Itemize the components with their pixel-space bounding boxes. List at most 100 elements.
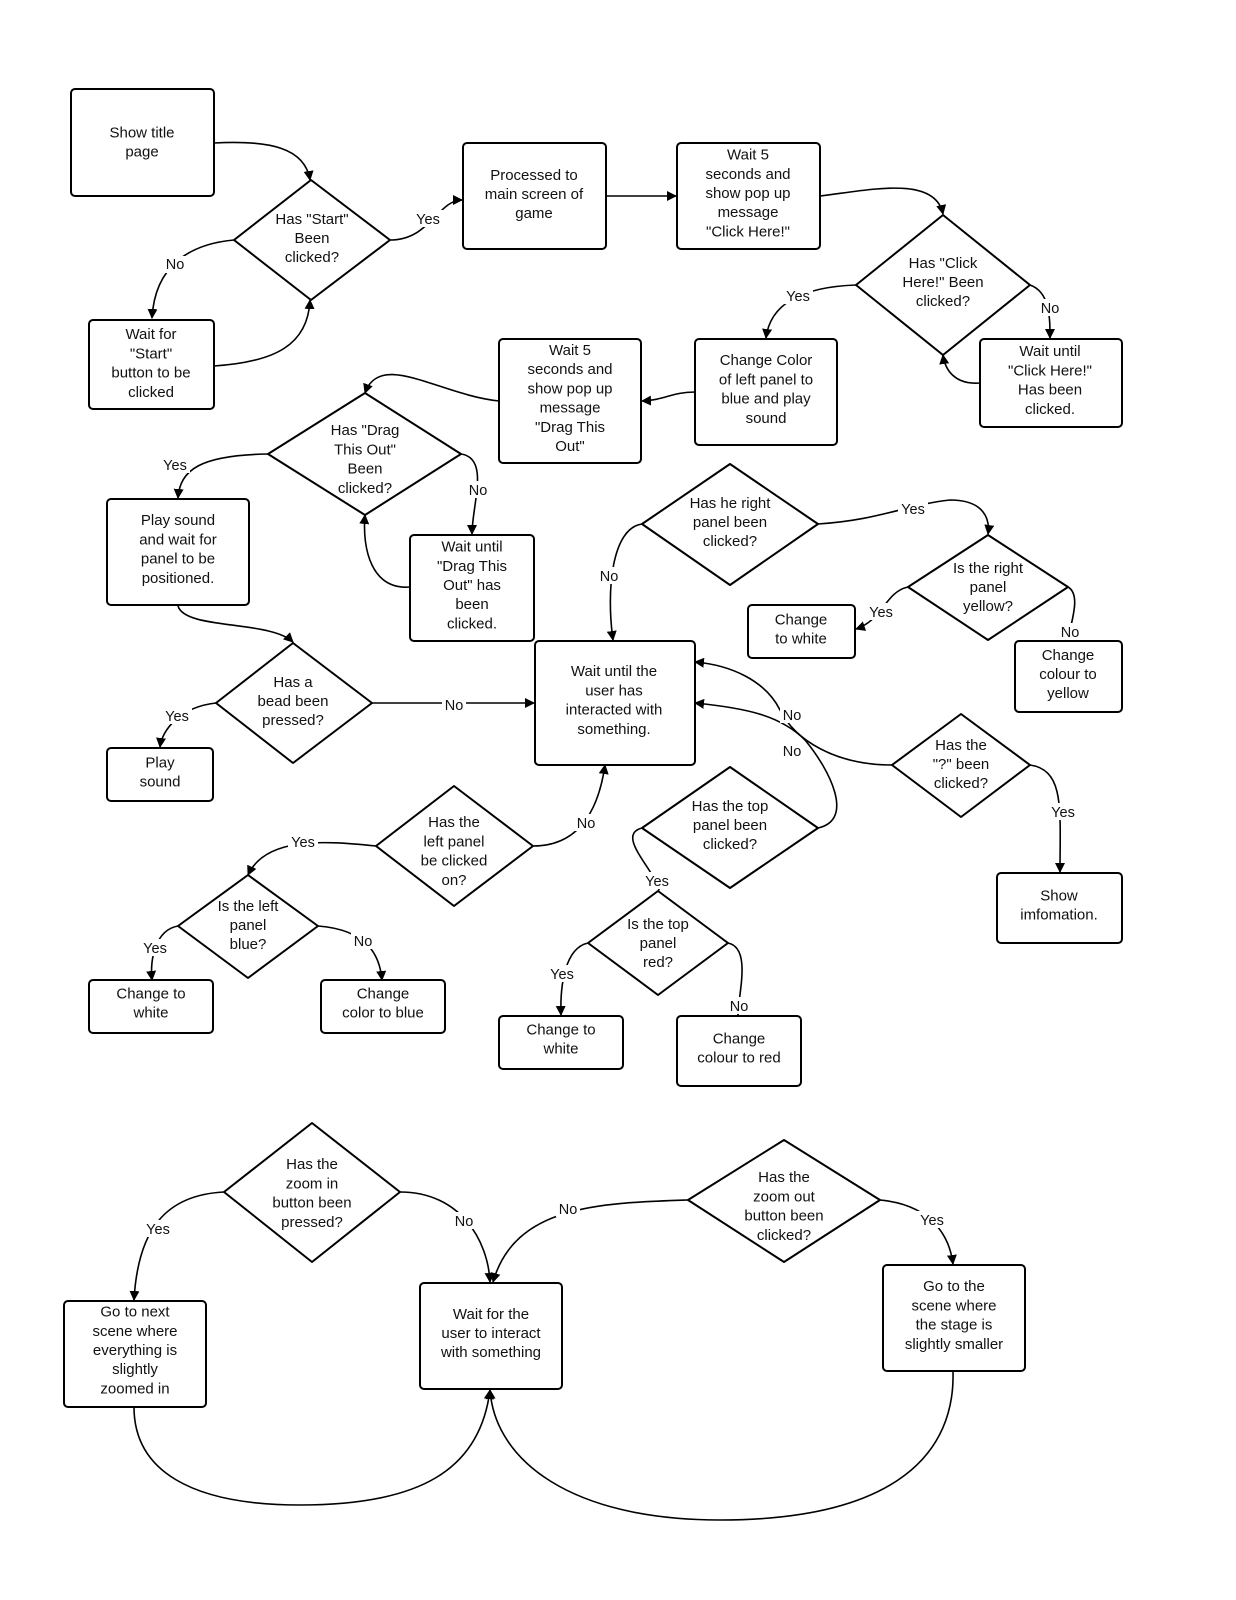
node-text-line: imfomation. — [1020, 907, 1098, 924]
decision-zoom-out: Has the zoom out button been clicked? — [687, 1139, 881, 1263]
node-text-line: Change — [775, 611, 828, 628]
node-text-line: user to interact — [441, 1325, 541, 1342]
node-text-line: to white — [775, 631, 827, 648]
node-text-line: Change Color — [720, 352, 813, 369]
edge-zoomout-yes — [879, 1199, 957, 1265]
label-leftblue-no: No — [351, 932, 375, 950]
node-text-line: seconds and — [705, 166, 790, 183]
node-text-line: "Drag This — [535, 419, 605, 436]
edge-zoomin-no — [399, 1191, 495, 1283]
node-text-line: Wait until the — [571, 663, 657, 680]
node-text-line: left panel — [424, 833, 485, 850]
node-text-line: button to be — [111, 365, 190, 382]
node-text-line: clicked? — [916, 293, 970, 310]
edge-nextscene-to-wait — [133, 1389, 494, 1506]
node-text-line: Has the — [428, 814, 480, 831]
node-text-line: page — [125, 144, 158, 161]
edge-right-yes — [817, 499, 995, 535]
label-help-yes: Yes — [1048, 803, 1078, 821]
node-text-line: on? — [441, 872, 466, 889]
node-text-line: color to blue — [342, 1005, 424, 1022]
node-text-line: blue? — [230, 936, 267, 953]
node-text-line: with something — [440, 1344, 541, 1361]
label-bead-no: No — [442, 696, 466, 714]
node-text-line: Go to the — [923, 1278, 985, 1295]
svg-text:No: No — [1061, 625, 1080, 641]
svg-text:Yes: Yes — [869, 605, 893, 621]
label-drag-yes: Yes — [160, 456, 190, 474]
label-left-yes: Yes — [288, 833, 318, 851]
svg-text:No: No — [577, 816, 596, 832]
node-text-line: Has been — [1018, 382, 1082, 399]
node-text-line: button been — [272, 1195, 351, 1212]
edge-smaller-to-wait — [485, 1371, 954, 1521]
svg-text:Yes: Yes — [786, 289, 810, 305]
node-text-line: Show — [1040, 887, 1078, 904]
node-text-line: everything is — [93, 1342, 177, 1359]
node-text-line: zoom out — [753, 1188, 816, 1205]
node-text-line: Has the — [758, 1169, 810, 1186]
node-text-line: Has he right — [690, 495, 772, 512]
node-text-line: clicked? — [757, 1227, 811, 1244]
node-text-line: scene where — [92, 1323, 177, 1340]
label-leftblue-yes: Yes — [140, 939, 170, 957]
node-text-line: panel been — [693, 817, 767, 834]
edge-playwait-to-bead — [177, 605, 294, 643]
node-text-line: clicked? — [703, 533, 757, 550]
node-text-line: Has the — [935, 737, 987, 754]
node-text-line: and wait for — [139, 531, 217, 548]
node-text-line: colour to — [1039, 666, 1097, 683]
node-text-line: panel been — [693, 514, 767, 531]
node-text-line: Change — [1042, 647, 1095, 664]
label-rightyellow-no: No — [1058, 623, 1082, 641]
edge-top-no — [694, 698, 838, 829]
edge-waitdrag-to-dragdec — [359, 514, 411, 588]
node-text-line: message — [540, 400, 601, 417]
node-text-line: Here!" Been — [902, 274, 983, 291]
node-text-line: show pop up — [527, 380, 612, 397]
edge-help-yes — [1029, 764, 1066, 873]
svg-text:Yes: Yes — [550, 967, 574, 983]
label-bead-yes: Yes — [162, 707, 192, 725]
node-text-line: Show title — [109, 124, 174, 141]
node-text-line: Has "Drag — [331, 422, 400, 439]
node-text-line: Change — [713, 1030, 766, 1047]
edge-wait5drag-to-dragdec — [363, 373, 500, 402]
node-text-line: "?" been — [933, 756, 990, 773]
node-text-line: sound — [746, 410, 787, 427]
node-text-line: button been — [744, 1208, 823, 1225]
node-text-line: Is the top — [627, 916, 689, 933]
svg-text:No: No — [166, 257, 185, 273]
svg-text:Yes: Yes — [143, 941, 167, 957]
svg-text:No: No — [469, 483, 488, 499]
